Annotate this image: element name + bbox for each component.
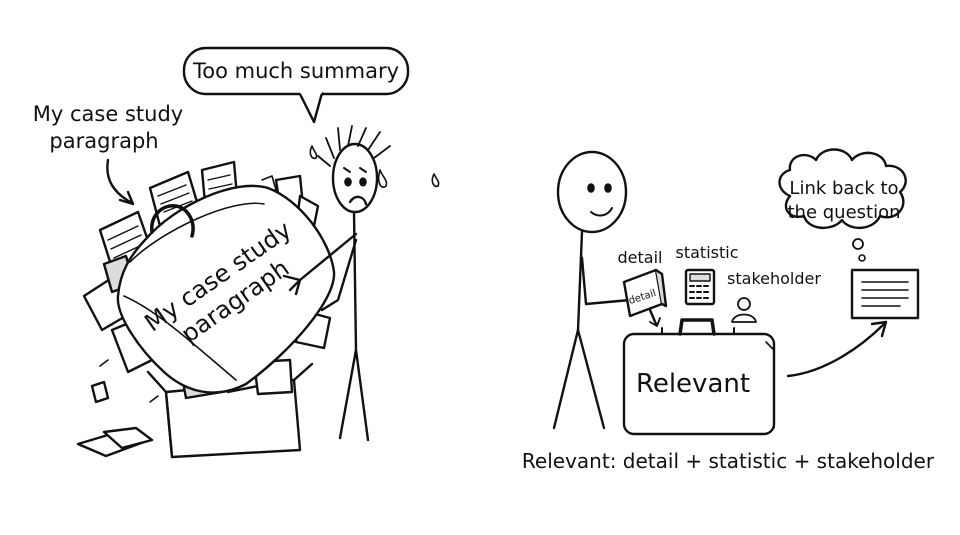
- label-arrow: [106, 158, 134, 205]
- messy-hair: [317, 125, 391, 167]
- thought-text-line1: Link back to: [789, 178, 898, 199]
- stakeholder-label: stakeholder: [727, 269, 821, 288]
- speech-bubble: [182, 46, 410, 124]
- smile: [590, 207, 613, 217]
- frown: [348, 195, 368, 206]
- happy-figure: [552, 150, 632, 430]
- cardboard-box: [146, 362, 314, 459]
- figure-legs: [338, 348, 370, 442]
- right-scene: [552, 148, 920, 436]
- drop-arrow: [648, 308, 658, 326]
- falling-scraps: [76, 359, 159, 458]
- statistic-label: statistic: [676, 243, 739, 262]
- link-arrow: [786, 322, 886, 378]
- figure-body: [576, 230, 584, 332]
- relevant-suitcase: [622, 318, 776, 436]
- figure-arm: [580, 256, 632, 306]
- suitcase-handle: [678, 318, 716, 336]
- suitcase-handle: [150, 204, 195, 238]
- figure-arm-left: [320, 238, 358, 312]
- paragraph-label-line1: My case study: [33, 102, 183, 126]
- thought-text-line2: the question: [787, 202, 900, 223]
- figure-arm-right: [282, 232, 358, 296]
- caption: Relevant: detail + statistic + stakehold…: [522, 449, 935, 473]
- relevant-suitcase-label: Relevant: [636, 369, 750, 399]
- figure-legs: [552, 328, 606, 430]
- paragraph-label-line2: paragraph: [49, 129, 158, 153]
- detail-label: detail: [618, 248, 663, 267]
- figure-body: [352, 210, 358, 352]
- note-page: [850, 268, 920, 320]
- overstuffed-suitcase: [116, 175, 336, 394]
- stakeholder-icon: [731, 297, 757, 323]
- thought-cloud: [778, 148, 907, 262]
- left-scene: [76, 125, 440, 459]
- detail-book: [622, 268, 668, 318]
- sweat-drops: [309, 145, 440, 188]
- struggling-figure: [282, 125, 440, 442]
- calculator-icon: [684, 268, 716, 306]
- speech-bubble-text: Too much summary: [192, 59, 399, 83]
